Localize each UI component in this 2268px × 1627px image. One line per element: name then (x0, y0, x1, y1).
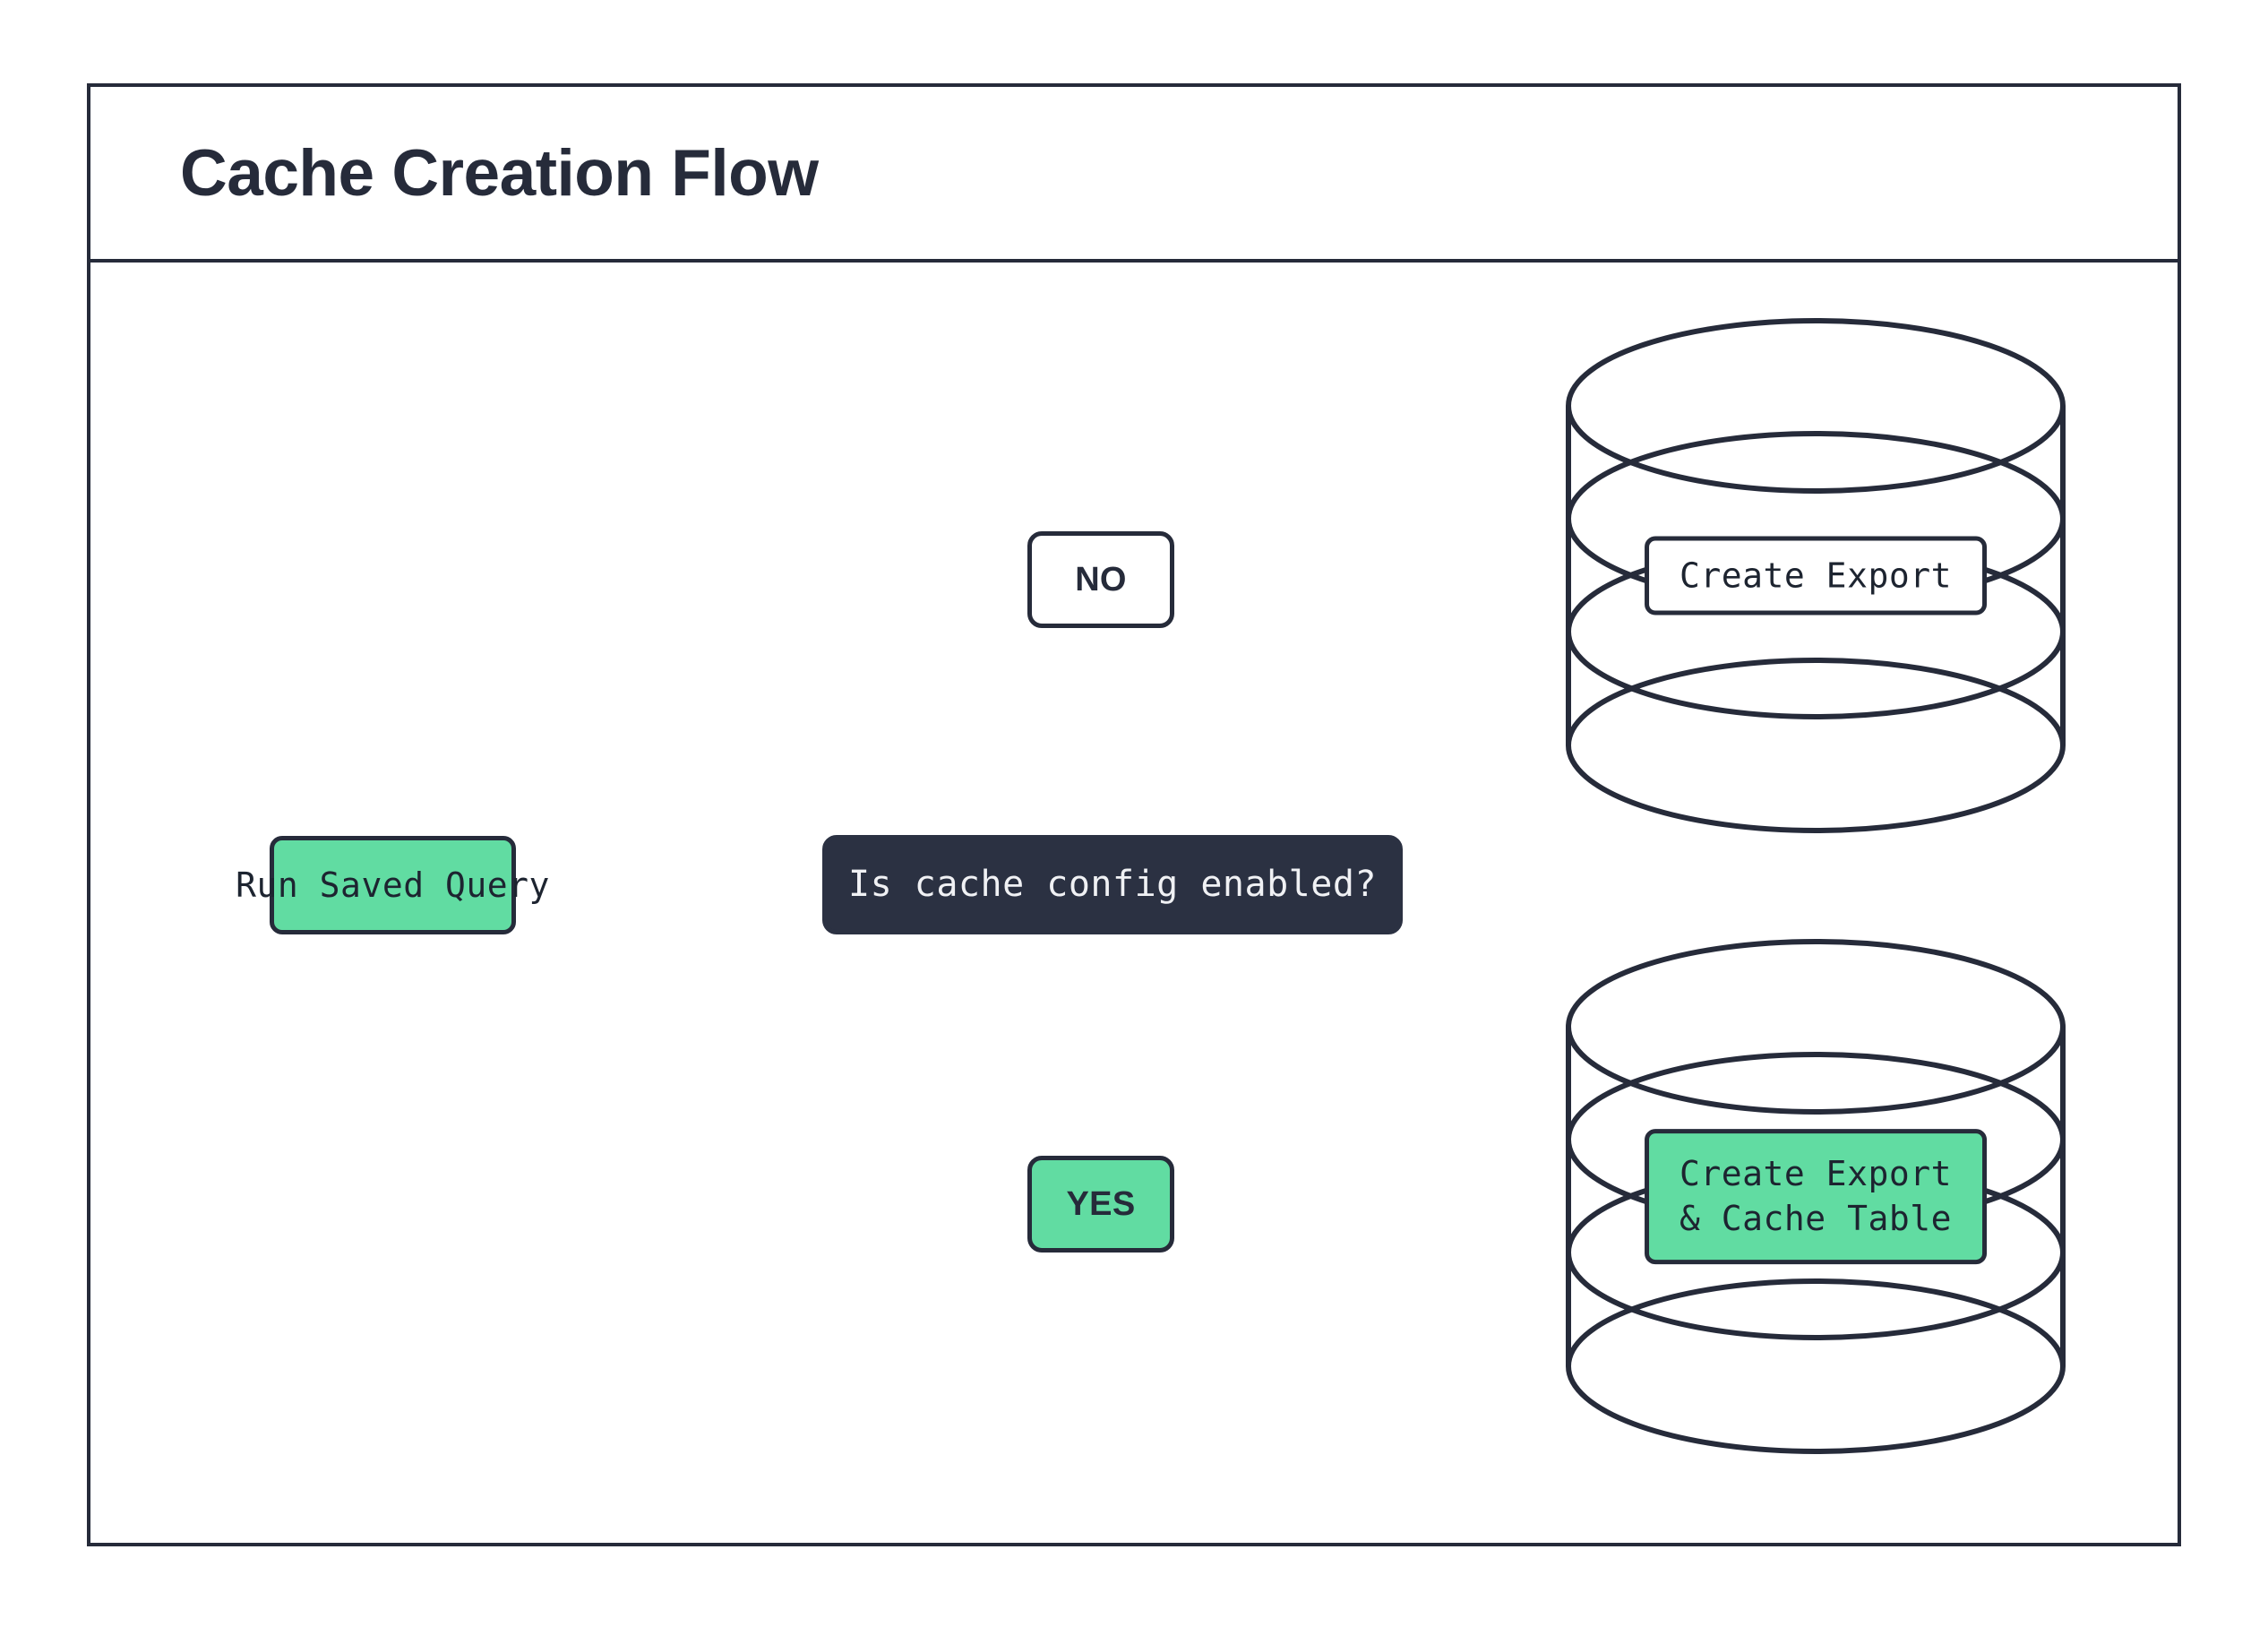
diagram-header: Cache Creation Flow (90, 87, 2178, 263)
node-decision-is-cache-config-enabled[interactable]: Is cache config enabled? (822, 835, 1403, 934)
database-label-line-1: Create Export (1680, 1153, 1952, 1193)
page-title: Cache Creation Flow (180, 136, 819, 210)
database-label-create-export: Create Export (1645, 536, 1987, 616)
node-branch-yes[interactable]: YES (1027, 1156, 1174, 1253)
database-label-create-export-and-cache-table: Create Export & Cache Table (1645, 1128, 1987, 1265)
diagram-frame: Cache Creation Flow (87, 83, 2181, 1546)
node-branch-no[interactable]: NO (1027, 531, 1174, 628)
node-run-saved-query[interactable]: Run Saved Query (236, 836, 549, 934)
database-label-line-2: & Cache Table (1680, 1199, 1952, 1239)
node-database-cylinder-cache-table[interactable]: Create Export & Cache Table (1566, 939, 2066, 1454)
node-database-cylinder-export[interactable]: Create Export (1566, 318, 2066, 833)
